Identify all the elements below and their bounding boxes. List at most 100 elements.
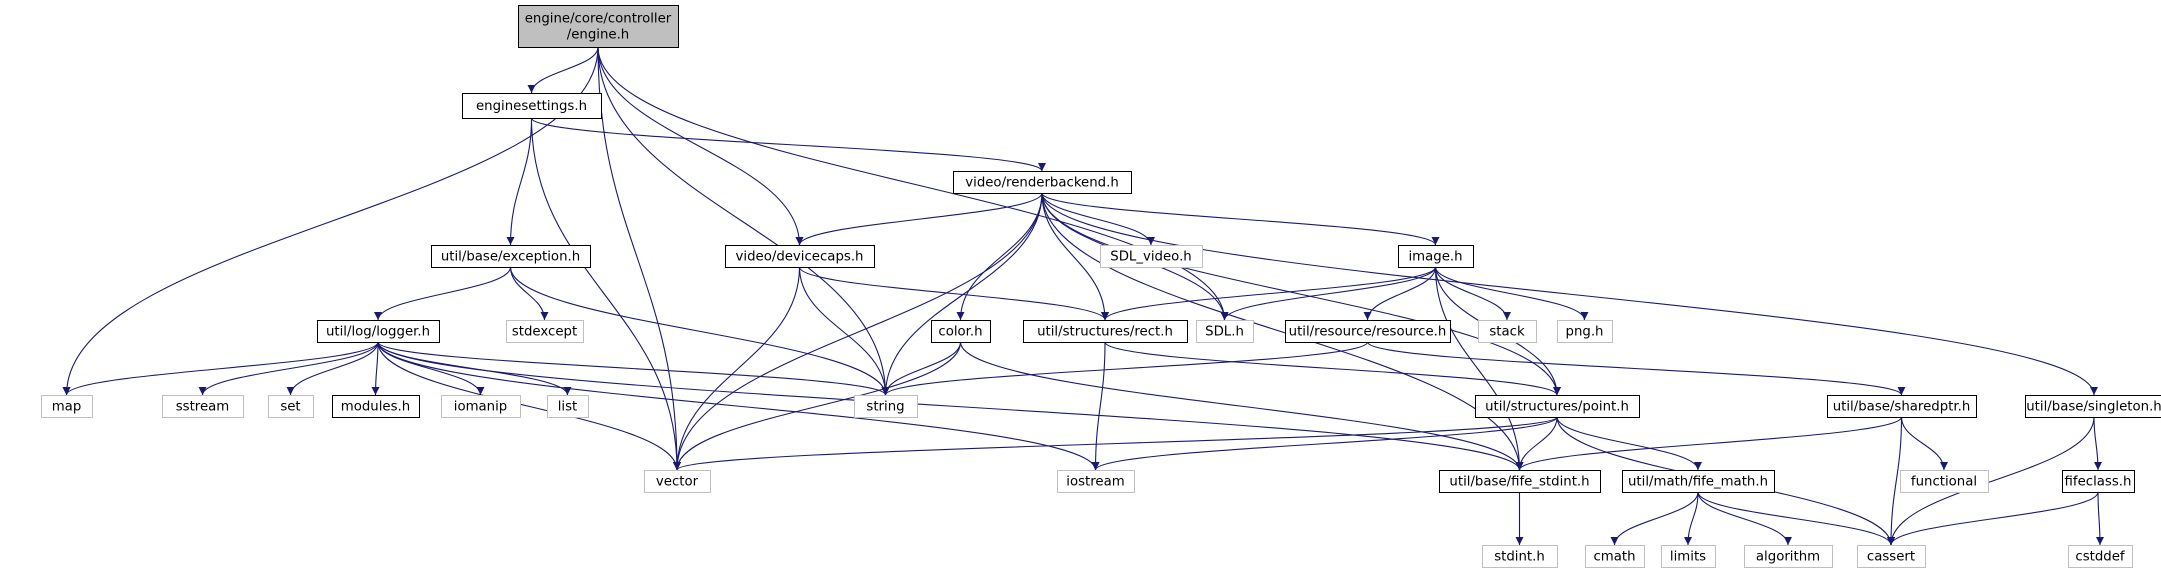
edge-sharedptr-to-functional: [1900, 416, 1948, 471]
node-singleton[interactable]: util/base/singleton.h: [2025, 395, 2161, 418]
node-label-renderbackend: video/renderbackend.h: [965, 176, 1119, 191]
edge-exception-to-logger: [374, 266, 512, 321]
node-stdinth: stdint.h: [1482, 545, 1558, 568]
node-box-sstream: [162, 395, 244, 418]
node-resource[interactable]: util/resource/resource.h: [1285, 320, 1451, 343]
node-label-engine-0: engine/core/controller: [525, 12, 672, 27]
node-label-limits: limits: [1670, 550, 1706, 565]
node-pngh: png.h: [1557, 320, 1613, 343]
node-engine[interactable]: engine/core/controller/engine.h: [518, 5, 679, 48]
edge-renderbackend-to-string: [881, 192, 1043, 396]
node-box-fifeclass: [2062, 470, 2135, 493]
edge-engine-to-devicecaps: [597, 46, 804, 246]
edge-engine-to-enginesettings: [527, 46, 599, 94]
node-devicecaps[interactable]: video/devicecaps.h: [725, 245, 875, 268]
edge-engine-to-sdl: [597, 46, 1229, 321]
node-fifestdint[interactable]: util/base/fife_stdint.h: [1439, 470, 1601, 493]
edge-resource-to-sharedptr: [1366, 341, 1906, 396]
node-label-set: set: [280, 400, 300, 415]
edge-fifeclass-to-cassert: [1887, 491, 2099, 546]
node-cmath: cmath: [1585, 545, 1645, 568]
node-box-resource: [1285, 320, 1451, 343]
node-label-cassert: cassert: [1867, 550, 1915, 565]
edge-logger-to-set: [286, 341, 379, 396]
node-rect[interactable]: util/structures/rect.h: [1023, 320, 1188, 343]
edge-singleton-to-cassert: [1887, 416, 2095, 546]
node-label-pngh: png.h: [1566, 325, 1604, 340]
node-point[interactable]: util/structures/point.h: [1475, 395, 1640, 418]
node-sharedptr[interactable]: util/base/sharedptr.h: [1827, 395, 1977, 418]
node-modules[interactable]: modules.h: [332, 395, 420, 418]
node-logger[interactable]: util/log/logger.h: [317, 320, 440, 343]
node-box-color: [931, 320, 991, 343]
node-label-point: util/structures/point.h: [1485, 400, 1629, 415]
node-iostream: iostream: [1057, 470, 1135, 493]
node-box-renderbackend: [953, 171, 1132, 194]
edge-devicecaps-to-rect: [798, 266, 1109, 321]
node-sstream: sstream: [162, 395, 244, 418]
edge-exception-to-stdexcept: [509, 266, 549, 321]
edge-renderbackend-to-devicecaps: [795, 192, 1043, 246]
edge-exception-to-string: [509, 266, 890, 396]
node-label-vector: vector: [656, 475, 699, 490]
node-label-stdexcept: stdexcept: [512, 325, 577, 340]
node-label-fifestdint: util/base/fife_stdint.h: [1449, 475, 1589, 490]
node-box-sdlvideo: [1100, 245, 1203, 268]
node-box-point: [1475, 395, 1640, 418]
node-string: string: [854, 395, 918, 418]
node-label-stack: stack: [1489, 325, 1525, 340]
node-label-iostream: iostream: [1066, 475, 1124, 490]
node-box-pngh: [1557, 320, 1613, 343]
node-label-modules: modules.h: [341, 400, 410, 415]
edge-logger-to-iomanip: [377, 341, 485, 396]
edge-color-to-fifestdint: [959, 341, 1524, 471]
node-box-rect: [1023, 320, 1188, 343]
node-color[interactable]: color.h: [931, 320, 991, 343]
node-label-iomanip: iomanip: [454, 400, 508, 415]
edge-renderbackend-to-point: [1041, 192, 1561, 396]
edge-logger-to-modules: [371, 341, 380, 396]
node-label-algorithm: algorithm: [1756, 550, 1820, 565]
edge-sharedptr-to-fifestdint: [1515, 416, 1903, 471]
node-vector: vector: [644, 470, 711, 493]
edge-fifemath-to-cassert: [1697, 491, 1895, 546]
node-label-devicecaps: video/devicecaps.h: [736, 250, 864, 265]
node-box-stdinth: [1482, 545, 1558, 568]
node-box-image: [1398, 245, 1474, 268]
node-box-cstddef: [2068, 545, 2133, 568]
node-label-enginesettings: enginesettings.h: [476, 99, 587, 114]
edge-devicecaps-to-string: [798, 266, 890, 396]
node-functional: functional: [1900, 470, 1989, 493]
edge-renderbackend-to-singleton: [1041, 192, 2098, 396]
node-limits: limits: [1661, 545, 1716, 568]
node-sdl: SDL.h: [1196, 320, 1254, 343]
node-box-exception: [431, 245, 591, 268]
node-label-cmath: cmath: [1593, 550, 1635, 565]
node-label-color: color.h: [938, 325, 982, 340]
edge-fifemath-to-cmath: [1610, 491, 1699, 546]
node-box-limits: [1661, 545, 1716, 568]
node-box-devicecaps: [725, 245, 875, 268]
node-set: set: [268, 395, 314, 418]
node-fifemath[interactable]: util/math/fife_math.h: [1622, 470, 1775, 493]
edge-logger-to-iostream: [377, 341, 1100, 471]
edge-engine-to-vector: [597, 46, 681, 471]
node-renderbackend[interactable]: video/renderbackend.h: [953, 171, 1132, 194]
node-image[interactable]: image.h: [1398, 245, 1474, 268]
edge-image-to-sdl: [1220, 266, 1437, 321]
node-fifeclass[interactable]: fifeclass.h: [2062, 470, 2135, 493]
node-box-sdl: [1196, 320, 1254, 343]
node-enginesettings[interactable]: enginesettings.h: [462, 93, 602, 119]
edge-enginesettings-to-exception: [506, 117, 533, 246]
edge-color-to-string: [881, 341, 962, 396]
node-box-string: [854, 395, 918, 418]
edge-fifemath-to-limits: [1684, 491, 1699, 546]
node-box-algorithm: [1744, 545, 1833, 568]
edge-sharedptr-to-cassert: [1887, 416, 1903, 546]
node-exception[interactable]: util/base/exception.h: [431, 245, 591, 268]
edge-image-to-fifestdint: [1434, 266, 1524, 471]
node-label-list: list: [558, 400, 578, 415]
node-box-fifemath: [1622, 470, 1775, 493]
node-box-stack: [1478, 320, 1537, 343]
edge-rect-to-point: [1104, 341, 1561, 396]
